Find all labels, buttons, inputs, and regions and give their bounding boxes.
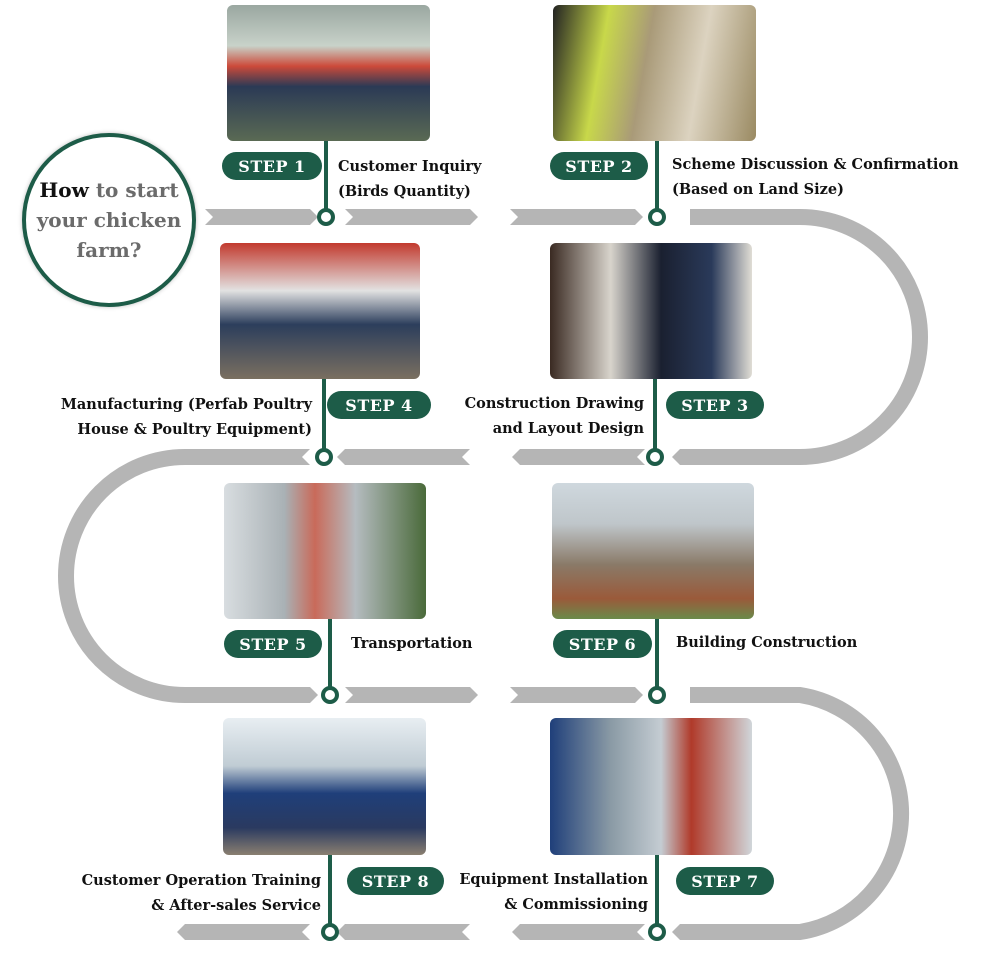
step-5-label: Transportation [351,635,473,652]
building-construction-photo [552,483,754,619]
step-marker-ring [648,208,666,226]
flow-arrow-segment [510,209,643,225]
land-survey-photo [553,5,756,141]
flow-arrow-segment [345,209,478,225]
cad-design-photo [550,243,752,379]
training-team-photo [223,718,426,855]
step-1-label: Customer Inquiry(Birds Quantity) [338,158,482,200]
flow-arrow-segment [177,924,310,940]
manufacturing-photo [220,243,420,379]
step-marker-ring [646,448,664,466]
step-marker-ring [648,686,666,704]
curve-right-1 [680,209,928,465]
title-how: How [39,178,89,202]
step-5-badge: STEP 5 [224,630,322,658]
step-7-badge: STEP 7 [676,867,774,895]
title-rest: to start your chicken farm? [36,178,182,262]
step-2-badge: STEP 2 [550,152,648,180]
equipment-installation-photo [550,718,752,855]
step-6-badge: STEP 6 [553,630,652,658]
how-to-start-circle: How to start your chicken farm? [22,133,196,307]
flow-arrow-segment [345,687,478,703]
curve-left-2 [58,449,300,703]
step-8-label: Customer Operation Training& After-sales… [81,872,321,914]
flow-arrow-segment [337,449,470,465]
cages-transport-photo [224,483,426,619]
step-4-badge: STEP 4 [327,391,431,419]
flow-arrow-segment [512,924,645,940]
step-3-badge: STEP 3 [666,391,764,419]
step-6-label: Building Construction [676,634,858,651]
step-marker-ring [317,208,335,226]
curve-right-3 [680,687,910,940]
step-marker-ring [321,686,339,704]
flow-arrow-segment [510,687,643,703]
flow-arrow-segment [337,924,470,940]
team-meeting-photo [227,5,430,141]
step-marker-ring [321,923,339,941]
step-1-badge: STEP 1 [222,152,322,180]
flow-arrow-segment [205,209,318,225]
step-2-label: Scheme Discussion & Confirmation(Based o… [672,156,959,198]
step-8-badge: STEP 8 [347,867,444,895]
step-marker-ring [648,923,666,941]
flow-arrow-segment [512,449,645,465]
step-7-label: Equipment Installation& Commissioning [459,871,648,913]
step-marker-ring [315,448,333,466]
